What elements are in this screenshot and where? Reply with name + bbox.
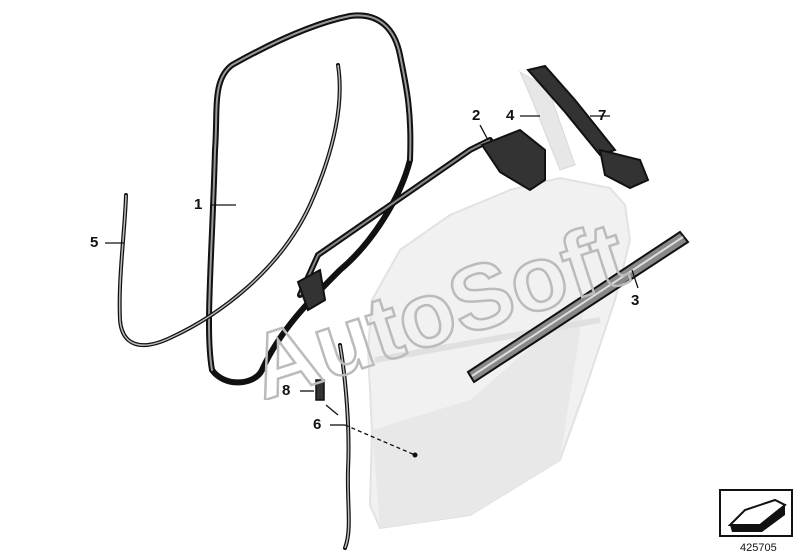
- callout-3: 3: [631, 292, 640, 309]
- part-8-clip: [315, 379, 325, 401]
- diagram-number: 425705: [740, 542, 777, 554]
- callout-7: 7: [598, 107, 607, 124]
- callout-6: 6: [313, 416, 322, 433]
- leader-lines: [105, 115, 639, 456]
- part-2-window-guide: [296, 128, 546, 312]
- part-1-door-seal: [206, 12, 414, 386]
- callout-4: 4: [506, 107, 515, 124]
- callout-5: 5: [90, 234, 99, 251]
- callout-2: 2: [472, 107, 481, 124]
- part-3-outer-channel: [466, 230, 690, 384]
- watermark-text: AutoSoft: [238, 203, 635, 400]
- part-7-corner-moulding: [526, 64, 650, 190]
- callout-8: 8: [282, 382, 291, 399]
- watermark: AutoSoft: [236, 202, 635, 400]
- door-symbol-icon: [719, 489, 793, 537]
- callout-1: 1: [194, 196, 203, 213]
